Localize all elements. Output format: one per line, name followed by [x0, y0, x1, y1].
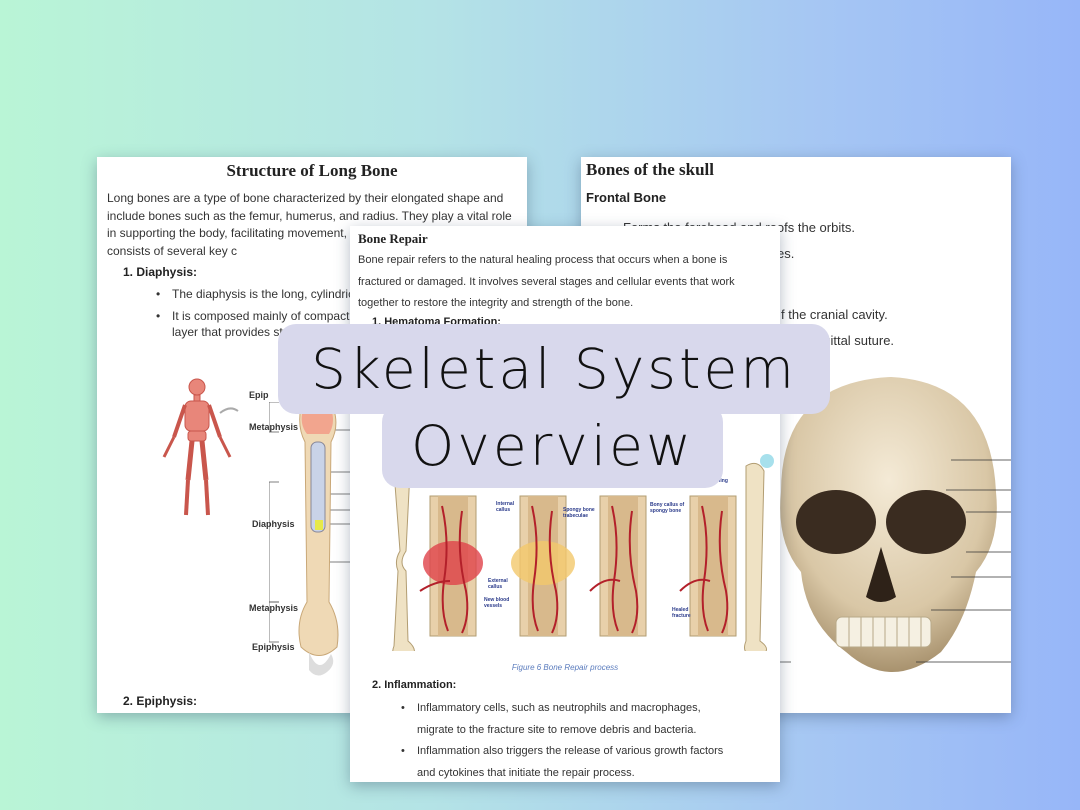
bone-repair-title: Bone Repair: [358, 231, 428, 246]
skull-text-line: f the cranial cavity.: [781, 307, 888, 322]
diaphysis-heading: 1. Diaphysis:: [123, 265, 198, 279]
frontal-bone-heading: Frontal Bone: [586, 190, 667, 205]
long-bone-diagram: [269, 402, 357, 676]
label-epiphysis-top: Epip: [249, 390, 269, 400]
fig-label-bony-callus: Bony callus of spongy bone: [650, 502, 685, 514]
bone-repair-intro: Bone repair refers to the natural healin…: [358, 254, 735, 309]
fig-label-spongy: Spongy bone trabeculae: [563, 507, 595, 519]
skeleton-illustration: [162, 378, 239, 516]
inflammation-bullet: Inflammatory cells, such as neutrophils …: [401, 698, 737, 741]
fig-label-new-vessels: New blood vessels: [484, 597, 510, 609]
overlay-title-line1: Skeletal System: [278, 324, 830, 414]
figure-caption: Figure 6 Bone Repair process: [511, 663, 619, 672]
skull-text-line: es.: [777, 246, 795, 261]
inflammation-heading: 2. Inflammation:: [372, 679, 457, 691]
diaphysis-bullet: It is composed mainly of compact b: [156, 307, 359, 325]
epiphysis-heading: 2. Epiphysis:: [123, 694, 198, 708]
skull-title: Bones of the skull: [586, 160, 714, 179]
bone-repair-page: Bone Repair Bone repair refers to the na…: [350, 226, 780, 782]
fig-label-healed: Healed fracture: [672, 607, 691, 619]
long-bone-title: Structure of Long Bone: [226, 161, 398, 180]
diaphysis-bullet-cont: layer that provides str: [172, 325, 287, 339]
label-diaphysis: Diaphysis: [252, 519, 295, 529]
label-metaphysis-bottom: Metaphysis: [249, 603, 299, 613]
overlay-title-line2: Overview: [382, 404, 723, 488]
diaphysis-bullet: The diaphysis is the long, cylindrica: [156, 285, 372, 303]
label-metaphysis-top: Metaphysis: [249, 422, 299, 432]
inflammation-bullet: Inflammation also triggers the release o…: [401, 741, 737, 782]
fig-label-healing: ling: [719, 478, 728, 484]
label-epiphysis-bottom: Epiphysis: [252, 642, 295, 652]
fig-label-internal-callus: Internal callus: [496, 501, 515, 513]
fig-label-external-callus: External callus: [488, 578, 508, 590]
skull-illustration: [779, 377, 1011, 672]
bone-repair-figure: [391, 454, 774, 651]
skull-text-line: agittal suture.: [816, 333, 895, 348]
